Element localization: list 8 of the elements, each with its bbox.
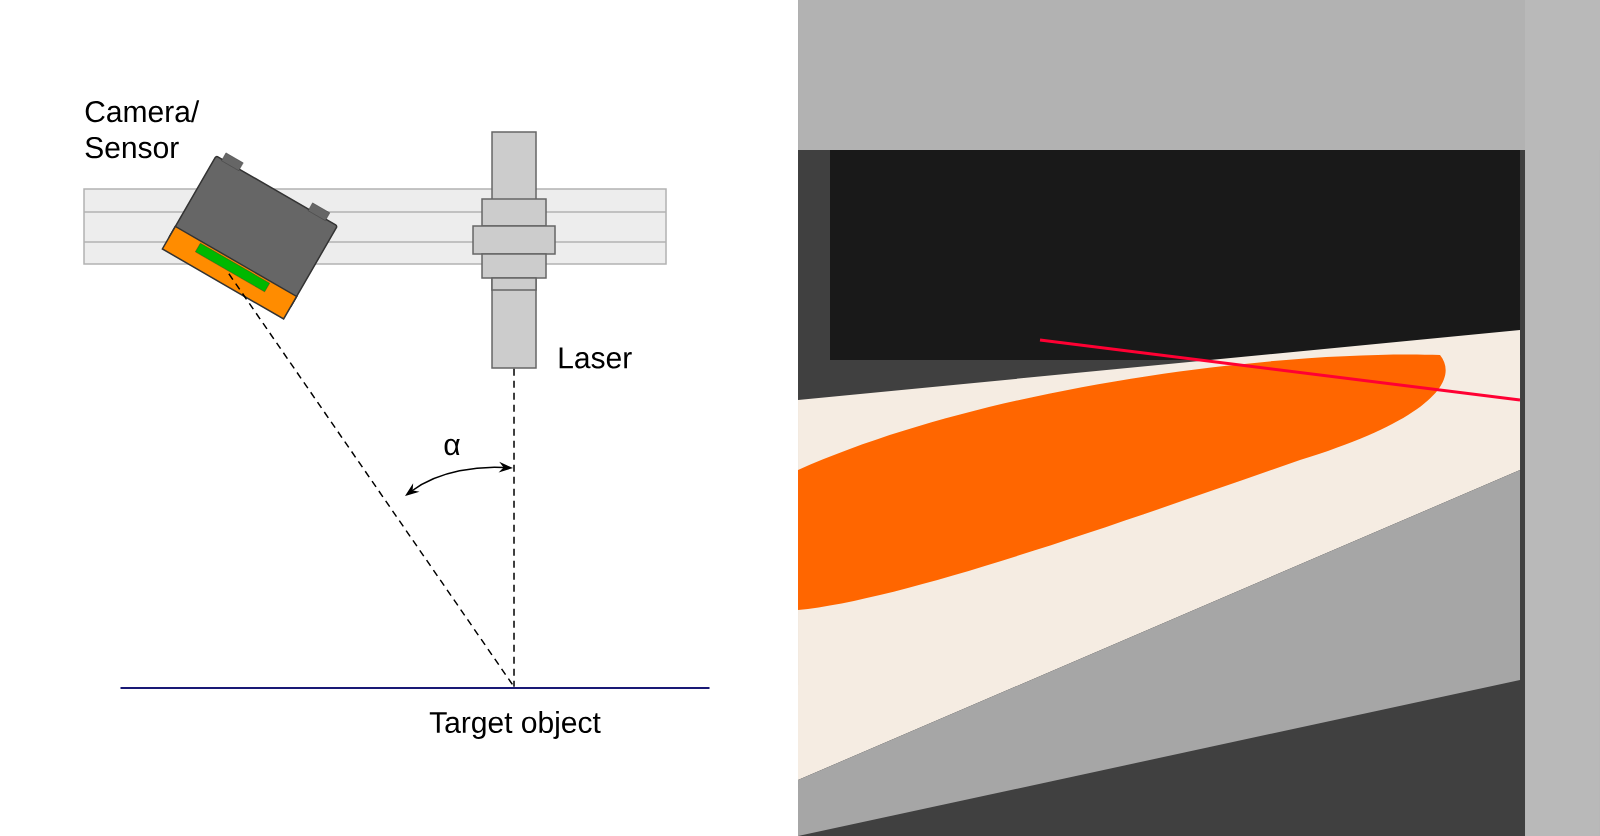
label: Camera/ Sensor	[85, 100, 200, 159]
label: Target object	[429, 711, 601, 739]
laser-drawing	[472, 131, 556, 369]
dashed-line	[513, 368, 515, 688]
angle-label: α	[444, 438, 460, 456]
target-surface-line	[120, 687, 710, 689]
label: Laser	[559, 347, 632, 369]
dashed-line	[228, 273, 515, 688]
